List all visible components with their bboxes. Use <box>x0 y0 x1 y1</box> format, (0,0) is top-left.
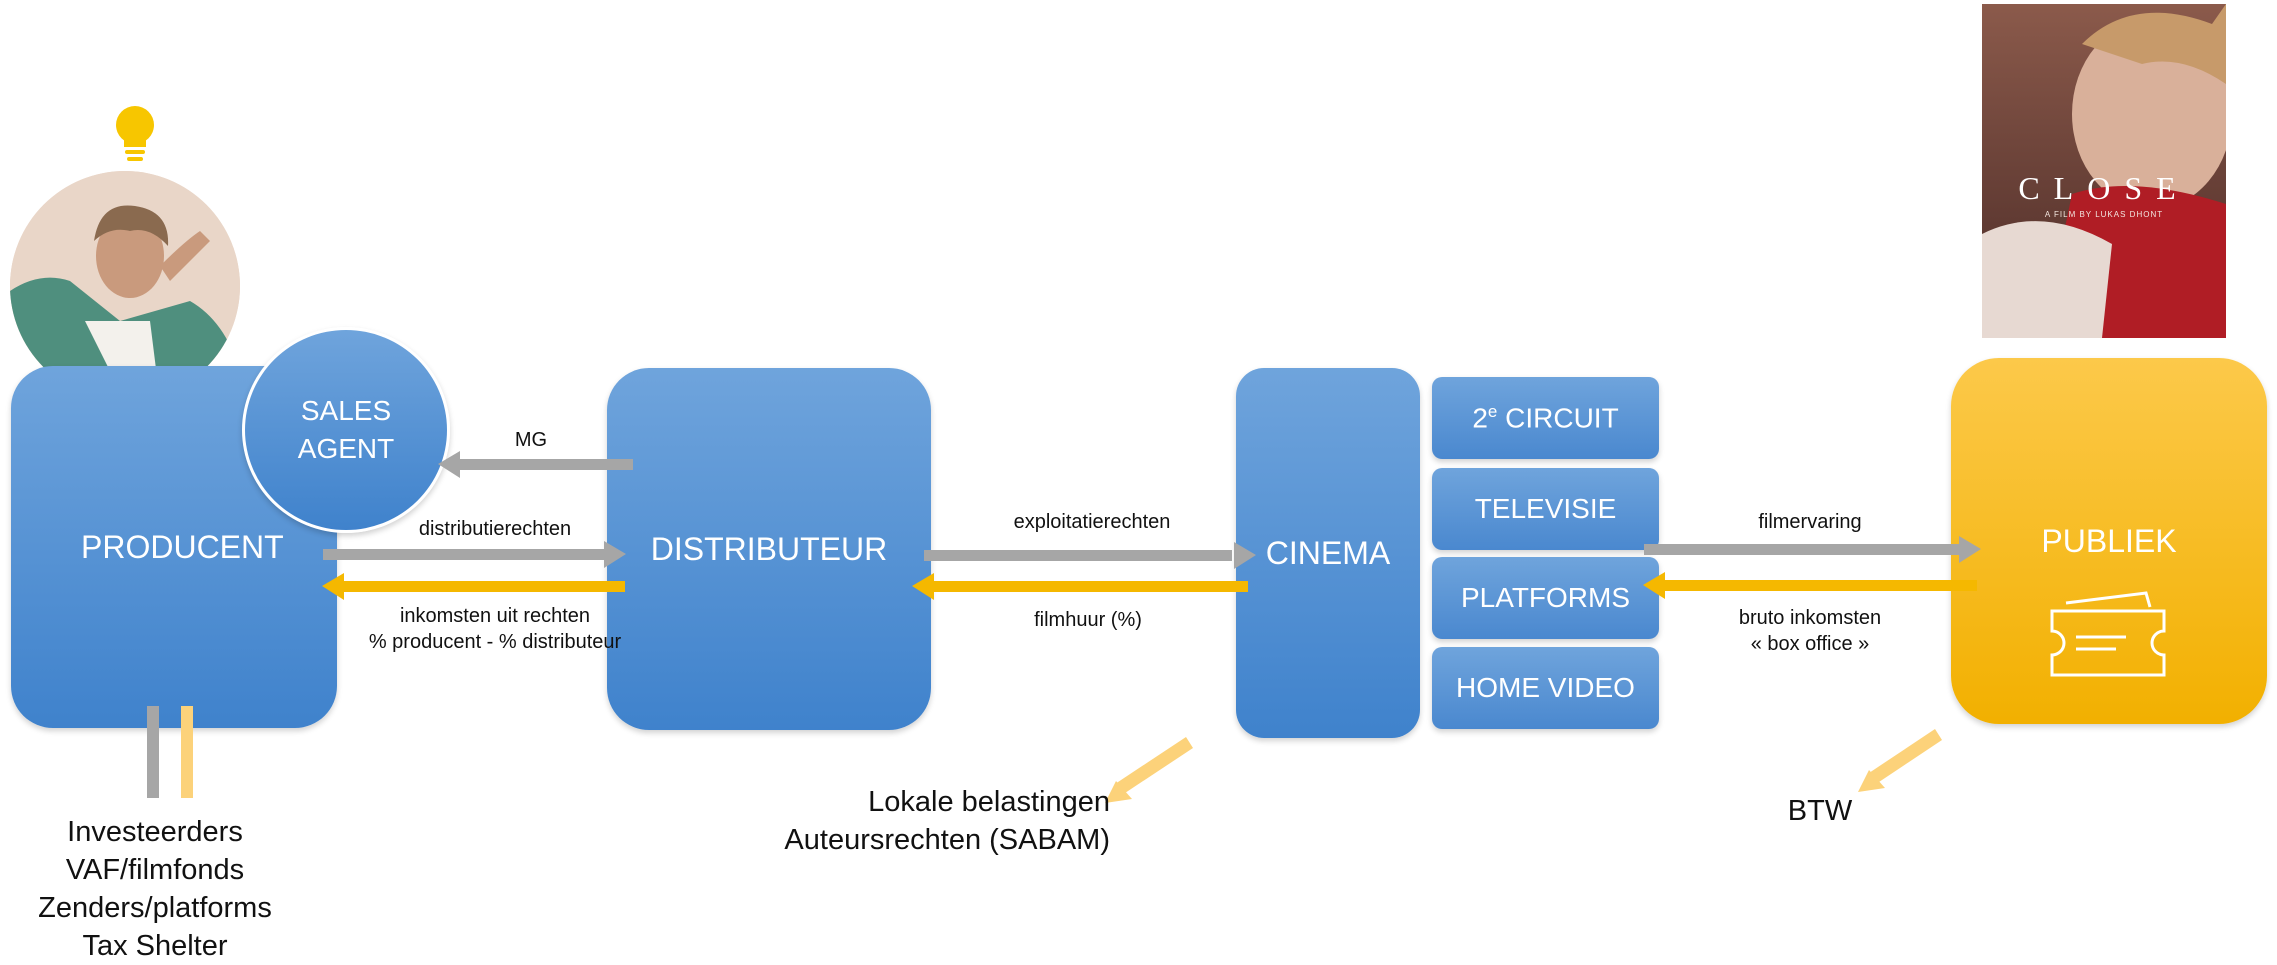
financing-item: VAF/filmfonds <box>65 854 245 886</box>
movie-poster: CLOSE A FILM BY LUKAS DHONT <box>1982 4 2226 338</box>
distributeur-box: DISTRIBUTEUR <box>607 368 931 730</box>
taxes-item: Lokale belastingen <box>868 786 1110 818</box>
distributeur-label: DISTRIBUTEUR <box>650 530 888 567</box>
producer-portrait <box>10 171 240 401</box>
publiek-box: PUBLIEK <box>1951 358 2267 724</box>
producent-label: PRODUCENT <box>81 528 284 565</box>
circuit-box: 2e CIRCUIT <box>1432 377 1659 459</box>
poster-title: CLOSE <box>2018 170 2190 206</box>
financing-item: Zenders/platforms <box>38 892 272 924</box>
sales-agent-label-2: AGENT <box>297 433 395 464</box>
financing-item: Investeerders <box>67 816 243 848</box>
cinema-label: CINEMA <box>1265 534 1391 571</box>
cinema-box: CINEMA <box>1236 368 1420 738</box>
exploitatierechten-label: exploitatierechten <box>1013 511 1171 533</box>
platforms-label: PLATFORMS <box>1460 582 1631 613</box>
televisie-box: TELEVISIE <box>1432 468 1659 550</box>
filmervaring-label: filmervaring <box>1758 511 1862 533</box>
inkomsten-label-2: % producent - % distributeur <box>368 631 622 653</box>
distributierechten-label: distributierechten <box>418 518 572 540</box>
filmhuur-arrow <box>912 573 1248 600</box>
inkomsten-arrow <box>322 573 625 600</box>
taxes-item: Auteursrechten (SABAM) <box>784 824 1110 856</box>
mg-arrow <box>438 451 633 478</box>
bruto-label-2: « box office » <box>1750 633 1870 655</box>
sales-agent-circle: SALES AGENT <box>242 327 450 533</box>
financing-list: Investeerders VAF/filmfonds Zenders/plat… <box>20 813 290 965</box>
filmhuur-label: filmhuur (%) <box>1034 609 1142 631</box>
mg-label: MG <box>514 429 548 451</box>
home-video-label: HOME VIDEO <box>1456 672 1635 703</box>
bruto-label-1: bruto inkomsten <box>1738 607 1882 629</box>
filmervaring-arrow <box>1644 536 1981 563</box>
ticket-icon <box>2050 591 2166 677</box>
taxes-note: Lokale belastingen Auteursrechten (SABAM… <box>750 783 1110 859</box>
platforms-box: PLATFORMS <box>1432 557 1659 639</box>
publiek-label: PUBLIEK <box>2041 523 2177 559</box>
btw-arrow <box>1858 729 1942 792</box>
taxes-arrow <box>1105 737 1193 803</box>
poster-credit: A FILM BY LUKAS DHONT <box>2044 210 2164 219</box>
bruto-arrow <box>1643 572 1977 599</box>
lightbulb-icon <box>116 106 154 161</box>
televisie-label: TELEVISIE <box>1474 493 1617 524</box>
inkomsten-label-1: inkomsten uit rechten <box>399 605 591 627</box>
distributierechten-arrow <box>323 541 626 568</box>
exploitatierechten-arrow <box>924 542 1256 569</box>
sales-agent-label-1: SALES <box>300 395 392 426</box>
financing-item: Tax Shelter <box>82 930 228 962</box>
circuit-label: 2e CIRCUIT <box>1472 401 1619 434</box>
btw-note: BTW <box>1787 795 1853 827</box>
home-video-box: HOME VIDEO <box>1432 647 1659 729</box>
